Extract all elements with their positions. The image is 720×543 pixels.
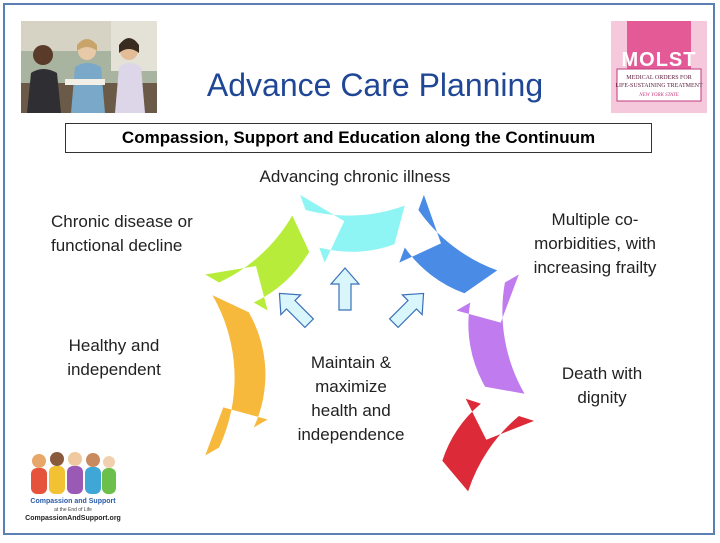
arrow-segment-orange [205, 295, 268, 456]
arrow-segment-blue [399, 194, 498, 294]
slide: Advance Care Planning MOLST MEDICAL ORDE… [3, 3, 715, 535]
label-line: dignity [577, 388, 627, 407]
page-title: Advance Care Planning [206, 67, 544, 103]
label-death-dignity: Death with dignity [535, 362, 669, 410]
logo-line-2: LIFE-SUSTAINING TREATMENT [615, 83, 703, 89]
logo-line-1: MEDICAL ORDERS FOR [626, 75, 692, 81]
inner-arrow-left [278, 292, 315, 329]
subtitle-banner: Compassion, Support and Education along … [65, 123, 652, 153]
arrow-ring [205, 194, 535, 492]
label-line: maximize [315, 377, 387, 396]
logo-line-3: NEW YORK STATE [639, 93, 679, 98]
label-advancing-illness: Advancing chronic illness [259, 167, 451, 186]
label-line: Multiple co- [551, 210, 639, 229]
inner-arrow-up [329, 267, 361, 311]
label-line: Healthy and [68, 336, 160, 355]
molst-logo: MOLST MEDICAL ORDERS FOR LIFE-SUSTAINING… [611, 21, 707, 113]
footer-logo-url: CompassionAndSupport.org [25, 515, 121, 522]
label-line: health and [311, 401, 391, 420]
footer-logo-name: Compassion and Support [30, 498, 116, 505]
continuum-diagram [205, 194, 535, 492]
label-healthy-independent: Healthy and independent [49, 334, 179, 382]
label-line: independent [67, 360, 161, 379]
label-line: morbidities, with [534, 234, 656, 253]
meeting-photo [21, 21, 157, 113]
label-line: Death with [561, 364, 643, 383]
logo-wordmark: MOLST [621, 49, 697, 71]
arrow-segment-green [205, 215, 310, 311]
label-line: independence [297, 425, 405, 444]
label-chronic-disease: Chronic disease or functional decline [51, 210, 251, 258]
label-line: Chronic disease or [51, 212, 193, 231]
label-multiple-comorbidities: Multiple co- morbidities, with increasin… [510, 208, 680, 280]
label-line: increasing frailty [533, 258, 657, 277]
arrow-segment-red [442, 398, 535, 492]
label-line: functional decline [51, 236, 183, 255]
arrow-segment-violet [456, 274, 525, 394]
label-maintain-health: Maintain & maximize health and independe… [281, 351, 421, 447]
label-line: Maintain & [310, 353, 392, 372]
arrow-segment-cyan [300, 194, 405, 263]
compassion-support-logo: Compassion and Support at the End of Lif… [17, 447, 129, 529]
footer-logo-tagline: at the End of Life [54, 507, 92, 513]
inner-arrows [278, 267, 425, 329]
inner-arrow-right [388, 292, 425, 329]
